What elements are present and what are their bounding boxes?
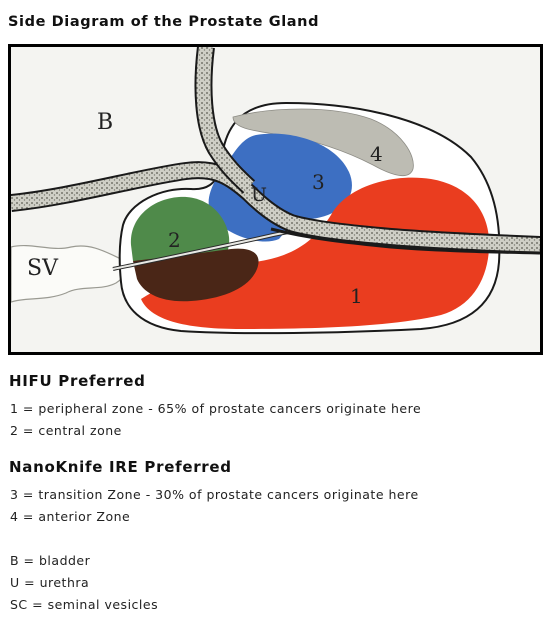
label-zone-3: 3 bbox=[312, 170, 325, 194]
label-zone-4: 4 bbox=[370, 142, 383, 166]
section-heading-hifu: HIFU Preferred bbox=[9, 372, 146, 390]
legend-seminal-vesicles: SC = seminal vesicles bbox=[10, 597, 159, 612]
diagram-svg: B U SV 1 2 3 4 bbox=[11, 47, 540, 352]
urethra-lumen bbox=[270, 227, 540, 255]
nanoknife-line-1: 3 = transition Zone - 30% of prostate ca… bbox=[10, 487, 419, 502]
hifu-line-1: 1 = peripheral zone - 65% of prostate ca… bbox=[10, 401, 422, 416]
section-heading-nanoknife: NanoKnife IRE Preferred bbox=[9, 458, 232, 476]
label-bladder: B bbox=[97, 110, 113, 135]
legend-bladder: B = bladder bbox=[10, 553, 91, 568]
nanoknife-line-2: 4 = anterior Zone bbox=[10, 509, 131, 524]
transition-zone-shape bbox=[208, 133, 352, 242]
prostate-diagram: B U SV 1 2 3 4 bbox=[8, 44, 543, 355]
overlap-region-shape bbox=[133, 248, 259, 302]
label-zone-2: 2 bbox=[168, 228, 181, 252]
legend-urethra: U = urethra bbox=[10, 575, 90, 590]
page-title: Side Diagram of the Prostate Gland bbox=[8, 14, 320, 30]
label-seminal-vesicles: SV bbox=[27, 256, 59, 281]
label-urethra: U bbox=[251, 184, 267, 206]
hifu-line-2: 2 = central zone bbox=[10, 423, 122, 438]
label-zone-1: 1 bbox=[350, 284, 363, 308]
